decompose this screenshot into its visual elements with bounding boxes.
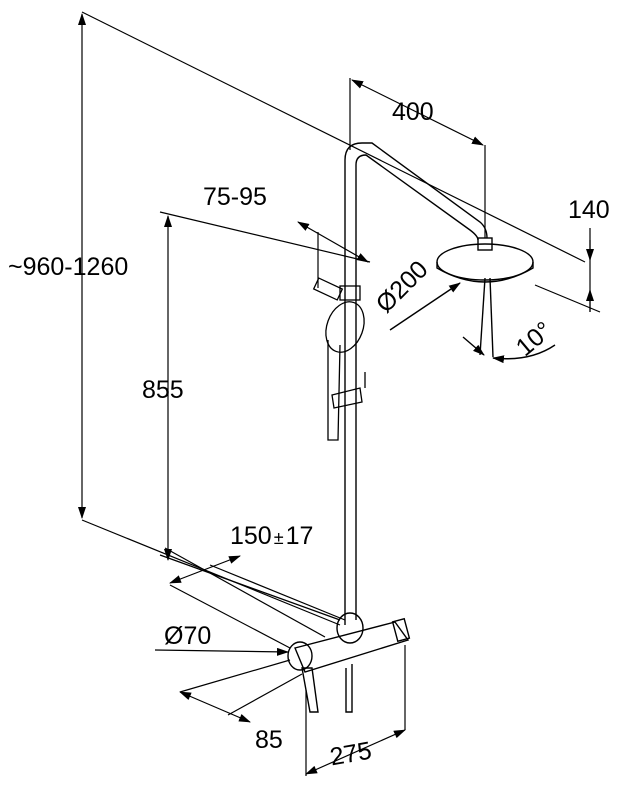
lever-projection-label: 85 bbox=[255, 726, 283, 754]
wall-distance-dimension bbox=[164, 547, 346, 649]
thermostatic-mixer bbox=[287, 612, 411, 713]
mixer-width-dimension bbox=[305, 645, 406, 776]
arm-length-dimension bbox=[349, 78, 486, 238]
head-drop-label: 140 bbox=[568, 196, 610, 224]
lever-projection-dimension bbox=[179, 659, 303, 723]
wall-distance-tolerance: 17 bbox=[285, 522, 314, 550]
overhead-shower bbox=[389, 237, 556, 364]
total-height-label: ~960-1260 bbox=[8, 253, 129, 281]
slide-height-label: 855 bbox=[142, 376, 184, 404]
total-height-dimension bbox=[78, 11, 586, 626]
wall-distance-value: 150 bbox=[230, 522, 272, 550]
riser-pipe bbox=[344, 142, 488, 625]
wall-distance-label: 150±17 bbox=[230, 524, 313, 549]
hand-shower bbox=[312, 277, 366, 441]
head-drop-dimension bbox=[534, 228, 601, 313]
holder-range-dimension bbox=[297, 221, 369, 288]
arm-length-label: 400 bbox=[392, 98, 434, 126]
escutcheon-leader bbox=[154, 647, 289, 656]
holder-range-label: 75-95 bbox=[203, 183, 267, 211]
escutcheon-diameter-label: Ø70 bbox=[164, 622, 212, 650]
wall-distance-pm: ± bbox=[273, 528, 284, 548]
